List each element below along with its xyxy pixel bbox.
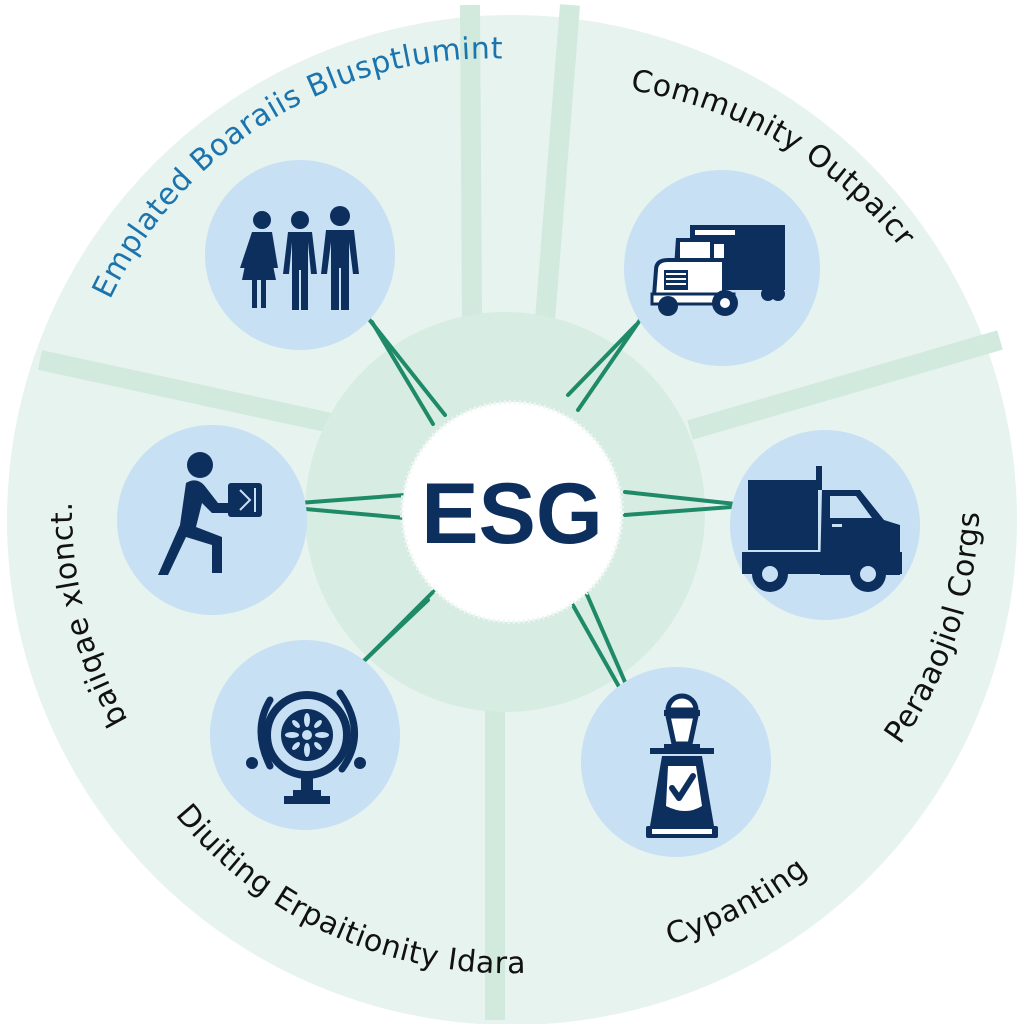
arrow-to-employees <box>366 316 447 426</box>
arrow-to-community <box>566 318 642 412</box>
wheel-stand-icon <box>246 689 366 804</box>
arrow-to-logistics <box>623 490 747 517</box>
delivery-truck-icon <box>742 466 902 592</box>
center-node[interactable]: ESG <box>400 400 624 624</box>
node-diversity[interactable] <box>210 640 400 830</box>
sector-dividers <box>37 4 1003 1020</box>
node-workplace[interactable] <box>117 425 307 615</box>
person-carrying-box-icon <box>158 452 262 575</box>
center-label: ESG <box>421 466 603 562</box>
node-compliance[interactable] <box>581 667 771 857</box>
box-truck-icon <box>650 225 785 316</box>
node-employees[interactable] <box>205 160 395 350</box>
center-circle <box>400 400 624 624</box>
node-logistics[interactable] <box>730 430 920 620</box>
node-workplace-circle <box>117 425 307 615</box>
tower-checkmark-icon <box>646 693 718 838</box>
people-group-icon <box>240 206 359 310</box>
node-community[interactable] <box>624 170 820 366</box>
